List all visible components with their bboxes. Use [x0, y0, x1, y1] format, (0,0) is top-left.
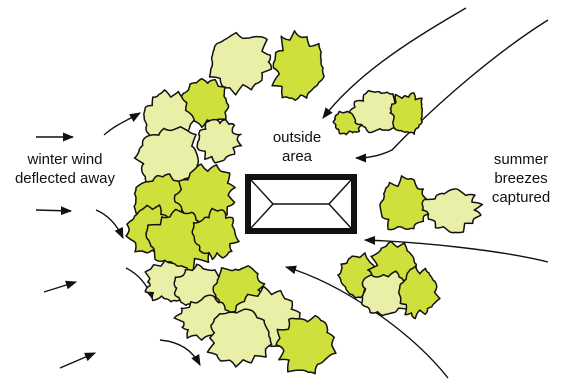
wind-arrow-icon: [95, 209, 124, 240]
winter-wind-label-line1: winter wind: [27, 151, 103, 168]
summer-breezes-label-line2: breezes: [494, 170, 548, 187]
wind-arrow-icon: [35, 206, 73, 216]
tree-canopy-icon: [191, 207, 240, 261]
wind-arrow-icon: [159, 339, 201, 366]
tree-canopy-icon: [208, 31, 273, 96]
wind-arrow-icon: [354, 19, 549, 163]
wind-arrow-icon: [103, 112, 141, 136]
summer-tree-clusters: [332, 89, 484, 320]
tree-canopy-icon: [421, 188, 484, 234]
windbreak-trees: [125, 30, 337, 375]
outside-area-label-line1: outside: [272, 129, 322, 146]
wind-arrow-icon: [363, 235, 549, 263]
tree-canopy-icon: [275, 314, 337, 375]
wind-arrow-icon: [322, 7, 467, 119]
winter-wind-arrows: [35, 112, 201, 369]
tree-canopy-icon: [397, 265, 441, 320]
outside-area-label-line2: area: [281, 148, 313, 165]
tree-canopy-icon: [360, 270, 415, 317]
wind-arrow-icon: [59, 352, 97, 369]
winter-wind-label: winter wind deflected away: [4, 150, 126, 188]
wind-arrow-icon: [125, 267, 153, 300]
building-plan-icon: [245, 174, 357, 234]
outside-area-label: outside area: [262, 128, 332, 166]
summer-breezes-label-line1: summer: [493, 151, 549, 168]
tree-canopy-icon: [389, 92, 423, 136]
winter-wind-label-line2: deflected away: [14, 170, 116, 187]
tree-canopy-icon: [206, 308, 273, 368]
tree-canopy-icon: [196, 118, 243, 164]
wind-arrow-icon: [43, 280, 78, 293]
tree-canopy-icon: [348, 89, 405, 134]
tree-canopy-icon: [379, 175, 432, 231]
summer-breezes-label-line3: captured: [491, 189, 551, 206]
summer-breezes-label: summer breezes captured: [480, 150, 562, 207]
tree-canopy-icon: [271, 30, 325, 102]
